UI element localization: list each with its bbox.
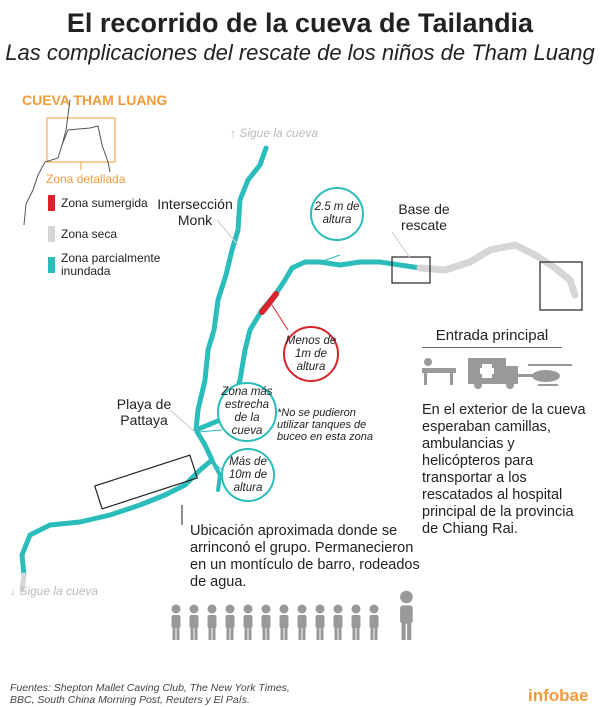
legend-swatch-dry — [48, 226, 55, 242]
ambulance-icon — [468, 358, 518, 389]
child-icon — [189, 604, 199, 641]
child-icon — [225, 604, 235, 641]
entrance-title: Entrada principal — [435, 327, 549, 344]
legend-label: Zona seca — [61, 227, 118, 241]
legend-label: Zona sumergida — [61, 196, 148, 210]
brand-logo: infobae — [528, 686, 589, 705]
inset-title: CUEVA THAM LUANG — [22, 92, 168, 108]
entrance-box — [539, 261, 583, 311]
helicopter-icon — [518, 364, 572, 386]
vehicles — [422, 358, 572, 389]
group-location-text: Ubicación aproximada donde se arrinconó … — [190, 523, 420, 590]
people-row — [170, 590, 415, 641]
group-location-box — [93, 454, 199, 510]
circle-text: 2.5 m de altura — [314, 201, 360, 226]
rescue-base-box — [391, 256, 431, 284]
child-icon — [315, 604, 325, 641]
cave-passage-dry — [416, 241, 579, 299]
circle-text: Más de 10m de altura — [228, 455, 268, 494]
monk-label: Intersección Monk — [157, 196, 233, 228]
child-icon — [243, 604, 253, 641]
circle-1m: Menos de 1m de altura — [283, 326, 339, 382]
cave-passage-submerged — [259, 291, 279, 315]
pointer-line — [169, 409, 196, 433]
diving-note: *No se pudieron utilizar tanques de buce… — [277, 407, 374, 443]
legend-swatch-flooded — [48, 257, 55, 273]
sources: Fuentes: Shepton Mallet Caving Club, The… — [10, 682, 290, 706]
legend-swatch-submerged — [48, 195, 55, 211]
inset-detail-label: Zona detallada — [46, 172, 126, 186]
legend-label: Zona parcialmente inundada — [61, 251, 161, 278]
child-icon — [207, 604, 217, 641]
cave-map — [19, 145, 583, 593]
child-icon — [171, 604, 181, 641]
divider — [422, 347, 562, 348]
pattaya-label: Playa de Pattaya — [116, 396, 172, 428]
child-icon — [333, 604, 343, 641]
circle-text: Zona más estrecha de la cueva — [221, 386, 273, 437]
adult-icon — [400, 590, 413, 641]
continue-bottom-label: ↓ Sigue la cueva — [10, 584, 99, 598]
entrance-text: En el exterior de la cueva esperaban cam… — [422, 402, 586, 537]
circle-narrow: Zona más estrecha de la cueva — [217, 382, 277, 442]
inset-map — [23, 100, 116, 226]
rescue-base-label: Base de rescate — [398, 201, 450, 233]
child-icon — [351, 604, 361, 641]
child-icon — [369, 604, 379, 641]
child-icon — [261, 604, 271, 641]
child-icon — [279, 604, 289, 641]
circle-10m: Más de 10m de altura — [221, 448, 275, 502]
cave-passage-dry — [19, 572, 27, 593]
page-title: El recorrido de la cueva de Tailandia — [66, 8, 534, 38]
circle-text: Menos de 1m de altura — [285, 334, 337, 373]
child-icon — [297, 604, 307, 641]
circle-2-5m: 2.5 m de altura — [310, 187, 364, 241]
pointer-line — [216, 219, 239, 246]
cave-passage-flooded — [210, 458, 222, 492]
continue-top-label: ↑ Sigue la cueva — [230, 126, 319, 140]
stretcher-icon — [422, 358, 456, 385]
page-subtitle: Las complicaciones del rescate de los ni… — [5, 40, 595, 65]
